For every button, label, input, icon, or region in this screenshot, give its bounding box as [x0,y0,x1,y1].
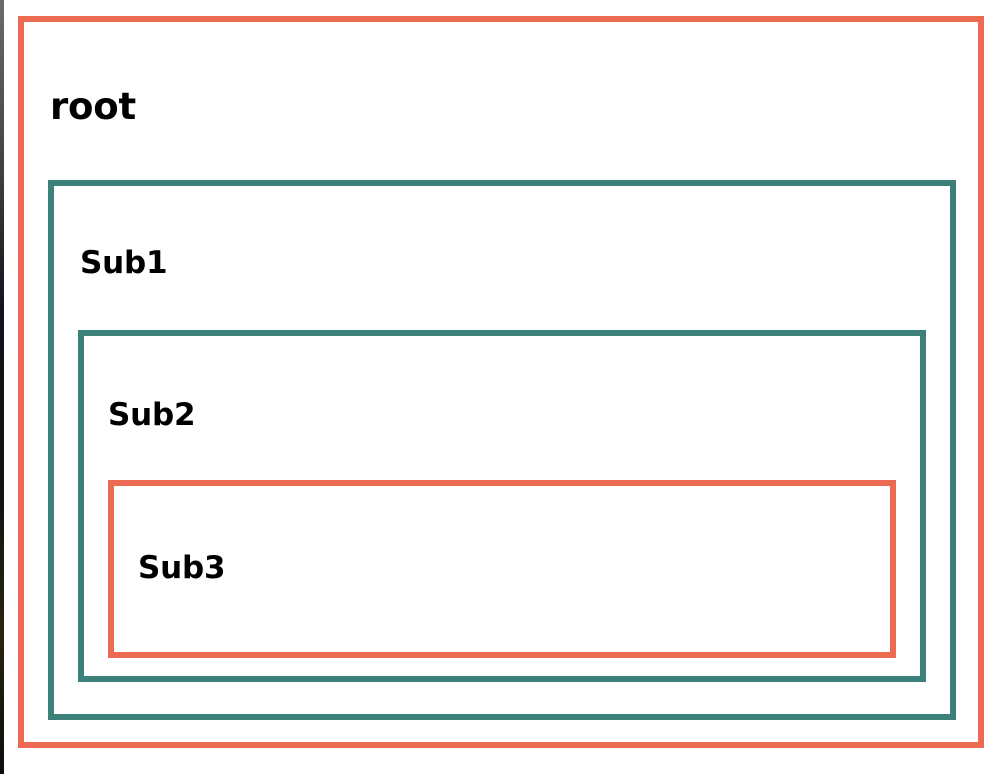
box-sub3[interactable] [108,480,896,658]
box-root[interactable] [18,16,984,748]
box-sub1[interactable] [48,180,956,720]
box-label-root: root [50,85,136,128]
box-label-sub2: Sub2 [108,397,196,433]
window-edge-strip [0,0,4,774]
box-sub2[interactable] [78,330,926,682]
box-label-sub1: Sub1 [80,245,168,281]
box-label-sub3: Sub3 [138,550,226,586]
